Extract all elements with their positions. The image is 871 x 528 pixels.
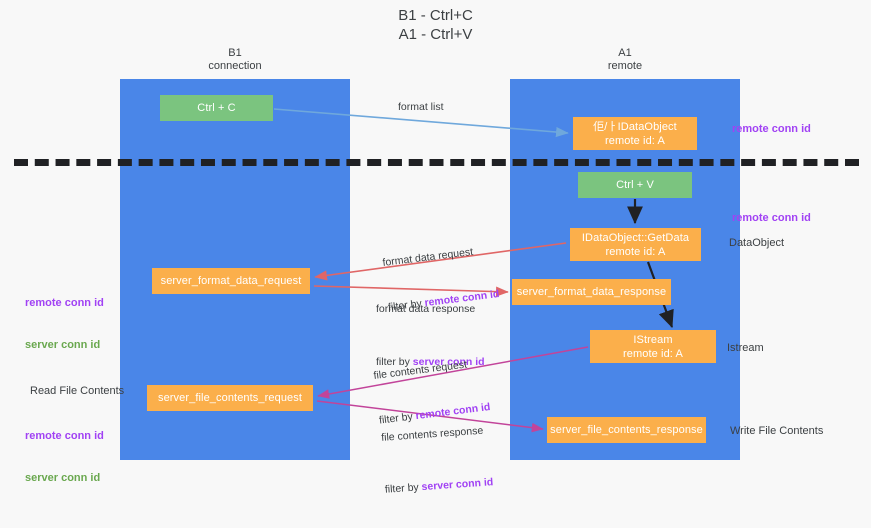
filter-prefix: filter by — [376, 356, 413, 368]
diagram-canvas: B1 - Ctrl+C A1 - Ctrl+V B1 connection A1… — [14, 7, 859, 496]
column-header-a1: A1 remote — [607, 47, 643, 72]
legend-remote-conn-id: remote conn id — [25, 297, 104, 309]
legend-remote-conn-id: remote conn id — [25, 430, 104, 442]
filter-prefix: filter by — [384, 481, 423, 496]
annotation-remote-conn-id-top: remote conn id — [732, 123, 811, 135]
box-ctrl-c[interactable]: Ctrl + C — [160, 95, 273, 121]
legend-conn-ids-top: remote conn id server conn id — [25, 268, 104, 380]
box-server-file-contents-request[interactable]: server_file_contents_request — [147, 385, 313, 411]
conn-id-key: server conn id — [421, 476, 494, 494]
box-idataobject-getdata[interactable]: IDataObject::GetData remote id: A — [570, 228, 701, 261]
annotation-remote-conn-id-mid: remote conn id — [732, 212, 811, 224]
column-header-b1: B1 connection — [208, 47, 262, 72]
legend-server-conn-id: server conn id — [25, 339, 101, 351]
conn-id-key: server conn id — [412, 356, 485, 368]
label-line-primary: file contents request — [372, 358, 468, 382]
box-ctrl-v[interactable]: Ctrl + V — [578, 172, 692, 198]
label-line-primary: format data response — [376, 303, 476, 315]
box-istream[interactable]: IStream remote id: A — [590, 330, 716, 363]
annotation-write-file-contents: Write File Contents — [730, 425, 824, 437]
box-server-format-data-request[interactable]: server_format_data_request — [152, 268, 310, 294]
legend-conn-ids-bottom: remote conn id server conn id — [25, 401, 104, 513]
label-format-data-response: format data response filter by server co… — [376, 272, 485, 400]
annotation-istream: Istream — [727, 342, 764, 354]
label-format-list: format list — [398, 101, 444, 113]
label-file-contents-response: file contents response filter by server … — [379, 393, 496, 527]
box-server-format-data-response[interactable]: server_format_data_response — [512, 279, 671, 305]
annotation-read-file-contents: Read File Contents — [30, 385, 125, 397]
legend-server-conn-id: server conn id — [25, 472, 101, 484]
box-server-file-contents-response[interactable]: server_file_contents_response — [547, 417, 706, 443]
annotation-dataobject: DataObject — [729, 237, 785, 249]
box-idataobject[interactable]: 佢/ㅏIDataObject remote id: A — [573, 117, 697, 150]
label-line-filter: filter by server conn id — [384, 475, 493, 498]
label-line-filter: filter by server conn id — [376, 355, 485, 370]
label-line-primary: file contents response — [380, 424, 484, 444]
label-line-primary: format data request — [381, 245, 474, 269]
section-divider — [14, 159, 859, 166]
diagram-title: B1 - Ctrl+C A1 - Ctrl+V — [398, 7, 473, 43]
